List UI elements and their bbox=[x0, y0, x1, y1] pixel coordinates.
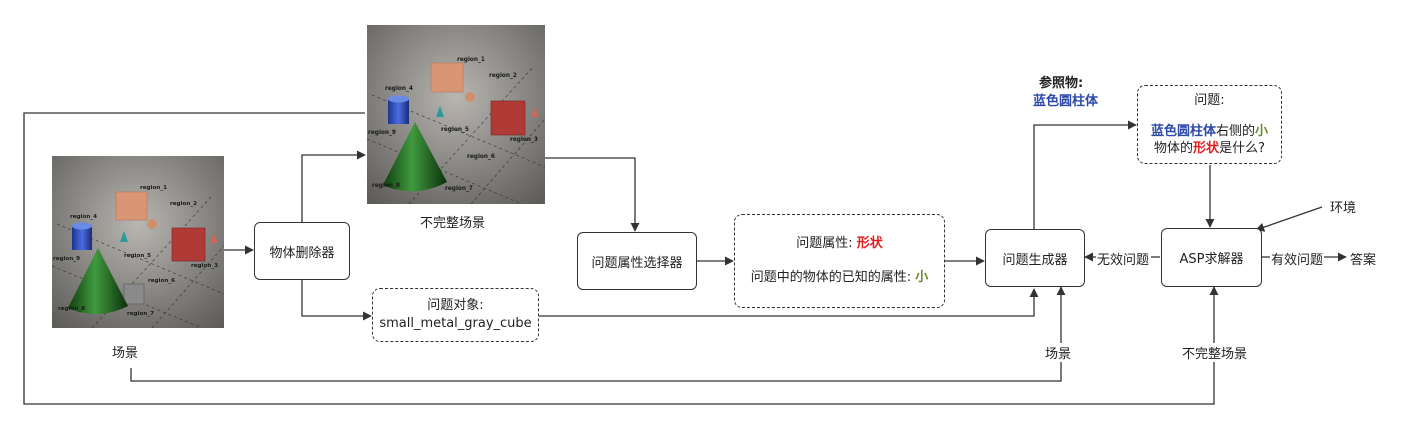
question-object-box: 问题对象: small_metal_gray_cube bbox=[372, 288, 539, 342]
question-part-3: 小 bbox=[1255, 124, 1269, 139]
edge-env-solver bbox=[1255, 206, 1323, 232]
answer-label: 答案 bbox=[1350, 253, 1377, 268]
edge-label-valid: 有效问题 bbox=[1271, 253, 1324, 268]
question-line-2: 物体的形状是什么? bbox=[1154, 140, 1265, 157]
svg-text:region_7: region_7 bbox=[127, 311, 154, 317]
gray-cube-shape bbox=[123, 283, 145, 305]
scene-to-generator-label: 场景 bbox=[1045, 343, 1072, 362]
partial-to-solver-label: 不完整场景 bbox=[1182, 343, 1248, 362]
attr-selector-node: 问题属性选择器 bbox=[577, 232, 697, 290]
blue-cylinder-shape bbox=[388, 99, 409, 124]
orange-cube-shape bbox=[115, 191, 148, 221]
edge-generator-question bbox=[1033, 120, 1137, 229]
edge-remover-object bbox=[301, 280, 372, 321]
scene-full-image: region_1 region_2 region_3 region_4 regi… bbox=[52, 156, 224, 328]
question-part-2: 右侧的 bbox=[1215, 124, 1255, 139]
attr-selector-label: 问题属性选择器 bbox=[591, 255, 683, 271]
asp-solver-label: ASP求解器 bbox=[1179, 252, 1244, 267]
svg-text:region_4: region_4 bbox=[385, 86, 413, 92]
question-box: 问题: 蓝色圆柱体右侧的小 物体的形状是什么? bbox=[1137, 85, 1282, 164]
question-attr-label: 问题属性: bbox=[796, 236, 853, 251]
question-part-6: 是什么? bbox=[1219, 141, 1265, 156]
svg-text:region_4: region_4 bbox=[70, 214, 97, 220]
green-cone-shape bbox=[383, 122, 447, 192]
svg-text:region_9: region_9 bbox=[368, 130, 396, 136]
known-attr-value: 小 bbox=[915, 270, 929, 285]
svg-text:region_6: region_6 bbox=[148, 278, 175, 284]
edge-scene-generator bbox=[130, 286, 1066, 382]
known-attr-label: 问题中的物体的已知的属性: bbox=[750, 270, 912, 285]
edge-object-generator bbox=[539, 288, 1039, 317]
scene-full-region-labels: region_1 region_2 region_3 region_4 regi… bbox=[53, 185, 218, 317]
svg-text:region_1: region_1 bbox=[140, 185, 167, 191]
svg-text:region_7: region_7 bbox=[445, 186, 473, 192]
green-cone-shape bbox=[68, 248, 128, 315]
question-object-label: 问题对象: bbox=[427, 298, 484, 313]
question-line-1: 蓝色圆柱体右侧的小 bbox=[1151, 123, 1268, 140]
svg-text:region_3: region_3 bbox=[191, 263, 218, 269]
scene-partial-image: region_1 region_2 region_3 region_4 regi… bbox=[367, 25, 545, 204]
svg-text:region_9: region_9 bbox=[53, 256, 80, 262]
question-part-5: 形状 bbox=[1193, 141, 1220, 156]
question-generator-label: 问题生成器 bbox=[1002, 252, 1068, 268]
svg-text:region_8: region_8 bbox=[372, 183, 400, 189]
question-generator-node: 问题生成器 bbox=[985, 229, 1085, 287]
svg-text:region_5: region_5 bbox=[441, 127, 469, 133]
red-cube-shape bbox=[171, 227, 206, 262]
svg-text:region_6: region_6 bbox=[467, 154, 495, 160]
environment-label: 环境 bbox=[1330, 201, 1357, 216]
object-remover-label: 物体删除器 bbox=[269, 245, 335, 261]
orange-cube-shape bbox=[430, 62, 464, 93]
question-attr-row: 问题属性: 形状 bbox=[796, 227, 883, 261]
question-label: 问题: bbox=[1194, 93, 1225, 108]
question-part-1: 蓝色圆柱体 bbox=[1150, 124, 1216, 139]
asp-solver-node: ASP求解器 bbox=[1161, 228, 1262, 287]
svg-text:region_2: region_2 bbox=[170, 201, 197, 207]
edge-partial-selector bbox=[545, 157, 640, 232]
reference-value: 蓝色圆柱体 bbox=[1033, 94, 1099, 109]
scene-partial-caption: 不完整场景 bbox=[420, 216, 486, 231]
question-attr-value: 形状 bbox=[856, 236, 883, 251]
reference-label: 参照物: bbox=[1039, 76, 1084, 91]
red-cube-shape bbox=[490, 100, 526, 136]
question-part-4: 物体的 bbox=[1154, 141, 1194, 156]
question-attributes-box: 问题属性: 形状 问题中的物体的已知的属性: 小 bbox=[734, 214, 945, 308]
edge-partial-solver bbox=[23, 112, 1219, 405]
edge-label-invalid: 无效问题 bbox=[1097, 253, 1150, 268]
scene-full-caption: 场景 bbox=[112, 346, 139, 361]
svg-text:region_3: region_3 bbox=[510, 137, 538, 143]
svg-text:region_2: region_2 bbox=[489, 73, 517, 79]
question-object-value: small_metal_gray_cube bbox=[379, 316, 532, 331]
edge-remover-partial bbox=[301, 150, 366, 222]
known-attr-row: 问题中的物体的已知的属性: 小 bbox=[751, 261, 929, 295]
svg-text:region_8: region_8 bbox=[58, 306, 85, 312]
scene-partial-region-labels: region_1 region_2 region_3 region_4 regi… bbox=[368, 57, 538, 192]
object-remover-node: 物体删除器 bbox=[254, 222, 350, 280]
blue-cylinder-shape bbox=[72, 226, 92, 250]
svg-text:region_5: region_5 bbox=[124, 253, 151, 259]
svg-text:region_1: region_1 bbox=[457, 57, 485, 63]
